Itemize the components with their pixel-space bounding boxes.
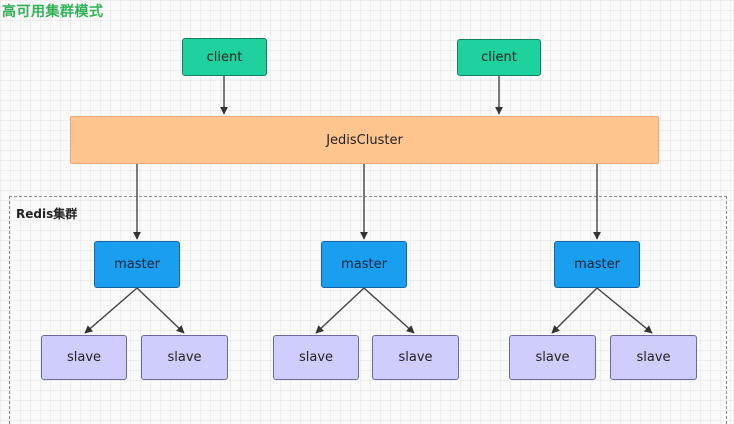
arrow-master3-to-slave2	[596, 287, 653, 334]
jedis-cluster-node: JedisCluster	[70, 116, 659, 164]
client-label: client	[481, 50, 517, 65]
master-label: master	[574, 257, 620, 272]
cluster-label: Redis集群	[16, 207, 78, 221]
slave-node-1-1: slave	[41, 335, 127, 380]
slave-node-2-1: slave	[273, 335, 359, 380]
slave-label: slave	[298, 350, 334, 365]
master-node-1: master	[94, 241, 180, 288]
slave-node-1-2: slave	[141, 335, 228, 380]
arrow-master2-to-slave1	[315, 287, 365, 334]
arrow-master3-to-slave1	[551, 287, 598, 334]
master-label: master	[341, 257, 387, 272]
slave-node-3-2: slave	[610, 335, 697, 380]
master-node-2: master	[321, 241, 407, 288]
slave-label: slave	[636, 350, 671, 365]
slave-node-3-1: slave	[509, 335, 596, 380]
client-node-2: client	[457, 39, 541, 76]
master-node-3: master	[554, 241, 640, 288]
arrow-master1-to-slave1	[84, 287, 138, 334]
client-node-1: client	[182, 38, 267, 76]
client-label: client	[206, 49, 243, 65]
jedis-cluster-label: JedisCluster	[326, 132, 403, 148]
slave-label: slave	[167, 350, 202, 365]
slave-label: slave	[66, 350, 102, 365]
redis-cluster-group: Redis集群	[9, 196, 727, 424]
page-title: 高可用集群模式	[2, 4, 104, 20]
master-label: master	[114, 257, 160, 272]
slave-label: slave	[398, 350, 433, 365]
arrow-master1-to-slave2	[136, 287, 185, 334]
slave-node-2-2: slave	[372, 335, 459, 380]
slave-label: slave	[535, 350, 570, 365]
arrow-master2-to-slave2	[363, 287, 415, 334]
